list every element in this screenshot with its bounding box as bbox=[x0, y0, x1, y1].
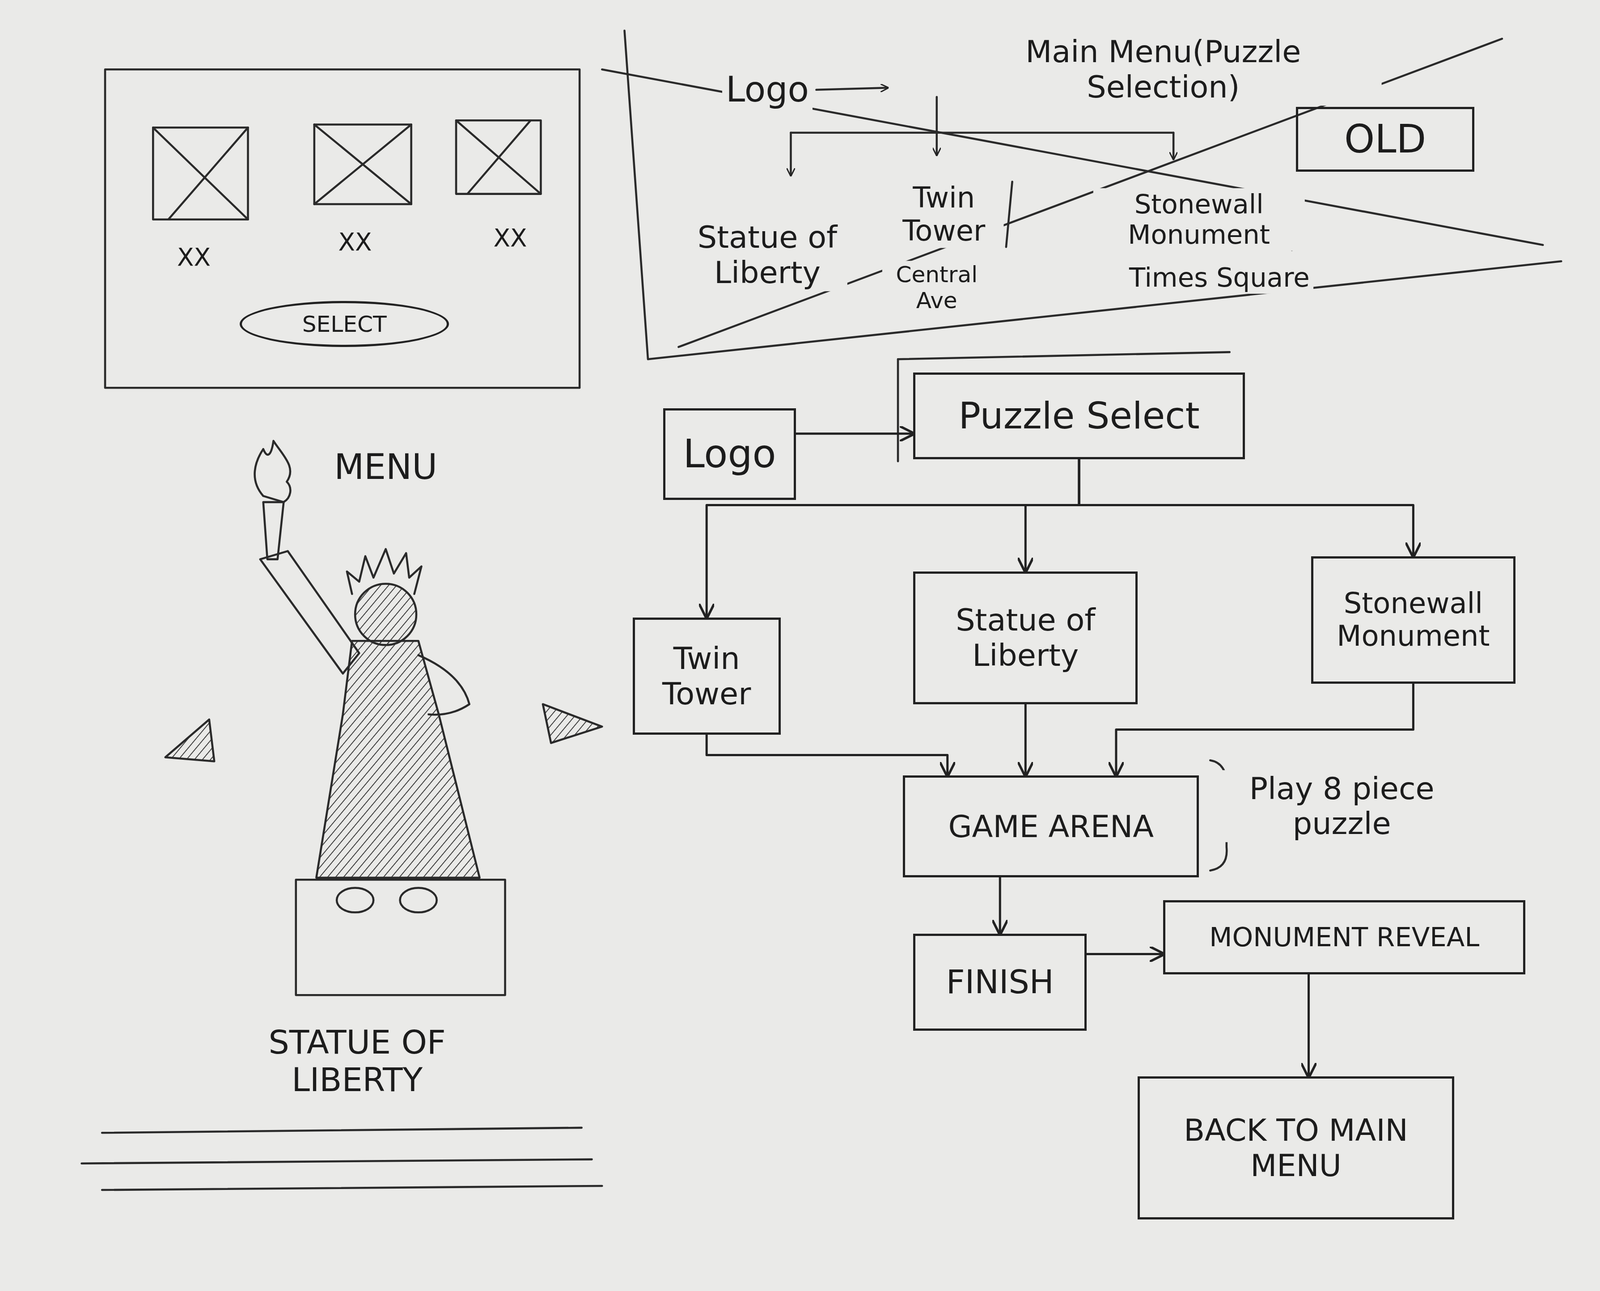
old-divider bbox=[1006, 181, 1013, 247]
old-flow-text: Main Menu(Puzzle Selection) bbox=[944, 33, 1382, 106]
placeholder-cross bbox=[152, 127, 248, 220]
box-double-line bbox=[897, 351, 1230, 360]
torch-handle bbox=[263, 502, 284, 560]
placeholder-caption: XX bbox=[173, 242, 215, 273]
placeholder-caption: XX bbox=[489, 222, 531, 253]
placeholder-cross bbox=[456, 120, 541, 194]
process-box: MONUMENT REVEAL bbox=[1163, 900, 1526, 975]
statue-foot bbox=[336, 888, 374, 913]
image-placeholder bbox=[456, 120, 541, 194]
process-box: Puzzle Select bbox=[913, 372, 1245, 460]
old-arrow bbox=[935, 97, 938, 156]
placeholder-caption: XX bbox=[334, 226, 376, 257]
box-double-line bbox=[897, 359, 900, 462]
node-label: FINISH bbox=[946, 963, 1054, 1001]
annotation-note: Play 8 piece puzzle bbox=[1220, 770, 1463, 843]
node-label: Stonewall Monument bbox=[1323, 587, 1503, 653]
wireframe-frame bbox=[105, 69, 580, 388]
placeholder-cross bbox=[314, 124, 412, 204]
flow-arrow bbox=[1025, 459, 1080, 572]
node-label: Statue of Liberty bbox=[925, 602, 1126, 673]
flow-arrow bbox=[795, 432, 914, 435]
process-box: Twin Tower bbox=[632, 617, 781, 735]
old-flow-text: Twin Tower bbox=[884, 180, 1004, 249]
torch-flame bbox=[254, 440, 291, 503]
flow-arrow bbox=[1116, 683, 1414, 776]
process-box: Logo bbox=[663, 408, 796, 500]
node-label: GAME ARENA bbox=[948, 808, 1155, 845]
old-arrow bbox=[816, 87, 889, 90]
raised-arm bbox=[260, 550, 360, 674]
statue-foot bbox=[400, 888, 437, 913]
pedestal bbox=[296, 879, 506, 995]
process-box: FINISH bbox=[913, 933, 1087, 1031]
prev-arrow-triangle bbox=[165, 719, 215, 762]
flow-arrow bbox=[1024, 704, 1027, 776]
node-label: Twin Tower bbox=[644, 640, 769, 712]
flow-arrow bbox=[998, 877, 1002, 934]
text-line bbox=[101, 1185, 602, 1190]
old-branch-bar bbox=[790, 131, 1174, 134]
old-arrow bbox=[1172, 132, 1175, 160]
process-box: GAME ARENA bbox=[902, 775, 1199, 878]
button-oval: SELECT bbox=[239, 300, 449, 348]
old-flow-text: Central Ave bbox=[882, 261, 992, 315]
node-label: Logo bbox=[683, 431, 777, 477]
flow-arrow bbox=[706, 459, 1080, 618]
old-arrow bbox=[789, 132, 792, 176]
statue-robe bbox=[316, 640, 480, 878]
monument-title: STATUE OF LIBERTY bbox=[200, 1022, 514, 1100]
image-placeholder bbox=[152, 127, 248, 220]
statue-head bbox=[355, 583, 417, 645]
flow-arrow bbox=[706, 734, 948, 776]
process-box: Stonewall Monument bbox=[1311, 556, 1516, 684]
flow-arrow bbox=[1307, 974, 1310, 1077]
flow-arrow bbox=[1086, 952, 1164, 956]
node-label: SELECT bbox=[302, 311, 387, 338]
node-label: Puzzle Select bbox=[958, 394, 1200, 437]
next-arrow-triangle bbox=[542, 704, 602, 744]
tag-box: OLD bbox=[1295, 106, 1475, 173]
process-box: Statue of Liberty bbox=[913, 571, 1138, 705]
old-section-frame bbox=[624, 30, 1562, 360]
node-label: OLD bbox=[1344, 117, 1427, 162]
statue-arm bbox=[418, 655, 470, 715]
text-line bbox=[81, 1159, 593, 1164]
old-flow-text: Times Square bbox=[1125, 261, 1314, 294]
node-label: BACK TO MAIN MENU bbox=[1149, 1112, 1442, 1183]
node-label: MONUMENT REVEAL bbox=[1209, 922, 1480, 953]
image-placeholder bbox=[314, 124, 412, 204]
old-flow-text: Logo bbox=[722, 68, 813, 111]
text-line bbox=[101, 1127, 582, 1133]
old-flow-text: Statue of Liberty bbox=[687, 219, 848, 292]
old-flow-text: Stonewall Monument bbox=[1093, 187, 1305, 251]
menu-caption: MENU bbox=[330, 446, 441, 488]
process-box: BACK TO MAIN MENU bbox=[1137, 1076, 1454, 1220]
flow-arrow bbox=[1079, 459, 1414, 557]
